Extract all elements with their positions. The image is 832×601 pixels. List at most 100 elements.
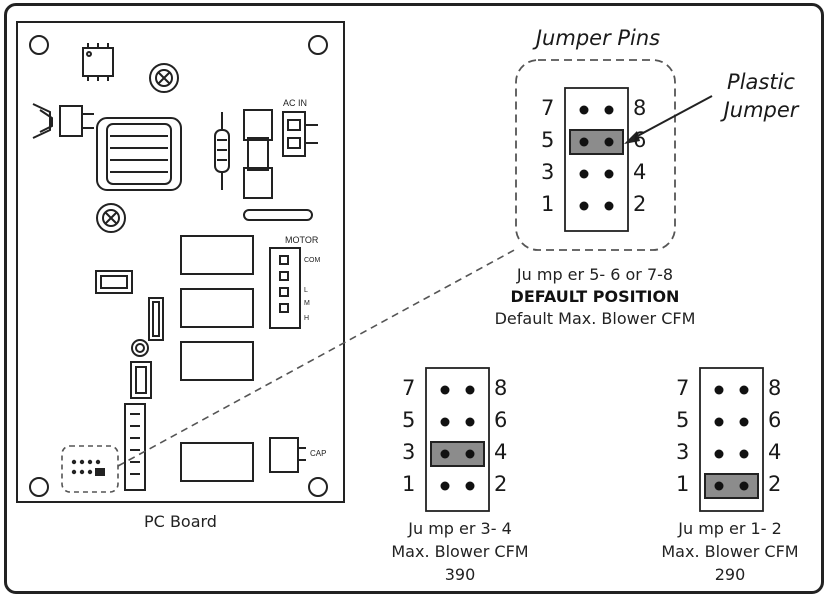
pin-number-left: 7 xyxy=(402,376,416,400)
header-290 xyxy=(699,367,764,512)
motor-connector xyxy=(269,247,301,329)
fork-connector xyxy=(32,103,94,139)
pin-dot xyxy=(465,481,475,491)
pin-dot xyxy=(714,481,724,491)
pin-dot xyxy=(579,105,589,115)
pin-number-right: 2 xyxy=(633,192,647,216)
pin-dot xyxy=(714,449,724,459)
pin-number-left: 3 xyxy=(676,440,690,464)
pin-number-left: 1 xyxy=(676,472,690,496)
pin-number-right: 2 xyxy=(768,472,782,496)
resistor xyxy=(214,112,230,190)
small-connector-1 xyxy=(95,270,133,294)
default-pins xyxy=(569,105,624,211)
header-390 xyxy=(425,367,490,512)
pin-number-right: 4 xyxy=(494,440,508,464)
mount-hole-br xyxy=(308,477,328,497)
plastic-jumper-arrow xyxy=(624,95,713,144)
pin-number-right: 2 xyxy=(494,472,508,496)
default-position-heading: DEFAULT POSITION xyxy=(510,287,680,306)
pin-dot xyxy=(440,385,450,395)
pin-dot xyxy=(440,417,450,427)
pin-dot xyxy=(739,449,749,459)
pin-dot xyxy=(739,481,749,491)
motor-label: MOTOR xyxy=(285,235,319,245)
pin-number-left: 7 xyxy=(541,96,555,120)
screw-3 xyxy=(131,339,149,357)
pin-dot xyxy=(604,169,614,179)
outer-frame xyxy=(4,3,824,594)
value-390: 390 xyxy=(444,565,476,584)
pin-number-right: 4 xyxy=(633,160,647,184)
pin-number-left: 7 xyxy=(676,376,690,400)
pin-dot xyxy=(604,137,614,147)
small-connector-3 xyxy=(130,361,152,399)
mount-hole-tl xyxy=(29,35,49,55)
motor-pin-h: H xyxy=(304,315,309,322)
relay-3 xyxy=(180,341,254,381)
board-jumper-pins xyxy=(71,459,105,476)
fuse xyxy=(243,109,273,199)
cap-label: CAP xyxy=(310,449,326,458)
plastic-jumper-label-2: Jumper xyxy=(723,98,799,122)
pin-dot xyxy=(604,201,614,211)
pc-board xyxy=(16,21,345,503)
relay-4 xyxy=(180,442,254,482)
plastic-jumper xyxy=(704,473,759,499)
pin-number-right: 4 xyxy=(768,440,782,464)
default-jumper-text: Ju mp er 5- 6 or 7-8 xyxy=(516,265,674,284)
pin-number-right: 8 xyxy=(768,376,782,400)
pin-number-right: 6 xyxy=(768,408,782,432)
pin-dot xyxy=(714,385,724,395)
pc-board-label: PC Board xyxy=(144,512,217,531)
relay-1 xyxy=(180,235,254,275)
pin-number-right: 8 xyxy=(633,96,647,120)
pin-dot xyxy=(739,385,749,395)
pin-number-left: 1 xyxy=(541,192,555,216)
pin-number-right: 6 xyxy=(494,408,508,432)
pin-dot xyxy=(714,417,724,427)
mount-hole-bl xyxy=(29,477,49,497)
bar-component xyxy=(243,209,313,221)
board-jumper-location xyxy=(61,445,119,493)
pins-390 xyxy=(430,385,485,491)
screw-1 xyxy=(149,63,179,93)
mount-hole-tr xyxy=(308,35,328,55)
pin-number-left: 5 xyxy=(541,128,555,152)
screw-2 xyxy=(96,203,126,233)
pin-dot xyxy=(440,481,450,491)
long-header xyxy=(124,403,146,491)
value-290: 290 xyxy=(714,565,746,584)
pin-dot xyxy=(579,137,589,147)
motor-pin-com: COM xyxy=(304,257,321,264)
pin-dot xyxy=(604,105,614,115)
pin-number-left: 3 xyxy=(541,160,555,184)
pin-dot xyxy=(440,449,450,459)
plastic-jumper xyxy=(569,129,624,155)
pin-number-left: 5 xyxy=(402,408,416,432)
pin-number-left: 5 xyxy=(676,408,690,432)
plastic-jumper xyxy=(430,441,485,467)
jumper-zoom-box xyxy=(515,59,676,251)
pins-290 xyxy=(704,385,759,499)
jumper-390-text: Ju mp er 3- 4 xyxy=(408,519,512,538)
jumper-290-text: Ju mp er 1- 2 xyxy=(678,519,782,538)
pin-dot xyxy=(579,169,589,179)
pin-number-right: 6 xyxy=(633,128,647,152)
small-connector-2 xyxy=(148,297,164,341)
pin-number-right: 8 xyxy=(494,376,508,400)
desc-390: Max. Blower CFM xyxy=(391,542,529,561)
zoom-leader-line xyxy=(117,247,519,467)
cap-connector xyxy=(269,437,306,473)
default-desc: Default Max. Blower CFM xyxy=(494,309,696,328)
relay-2 xyxy=(180,288,254,328)
transformer xyxy=(96,117,182,191)
motor-pin-l: L xyxy=(304,287,308,294)
pin-dot xyxy=(579,201,589,211)
pin-dot xyxy=(465,417,475,427)
pin-dot xyxy=(465,449,475,459)
ac-in-connector xyxy=(282,111,318,157)
desc-290: Max. Blower CFM xyxy=(661,542,799,561)
plastic-jumper-label-1: Plastic xyxy=(727,70,795,94)
